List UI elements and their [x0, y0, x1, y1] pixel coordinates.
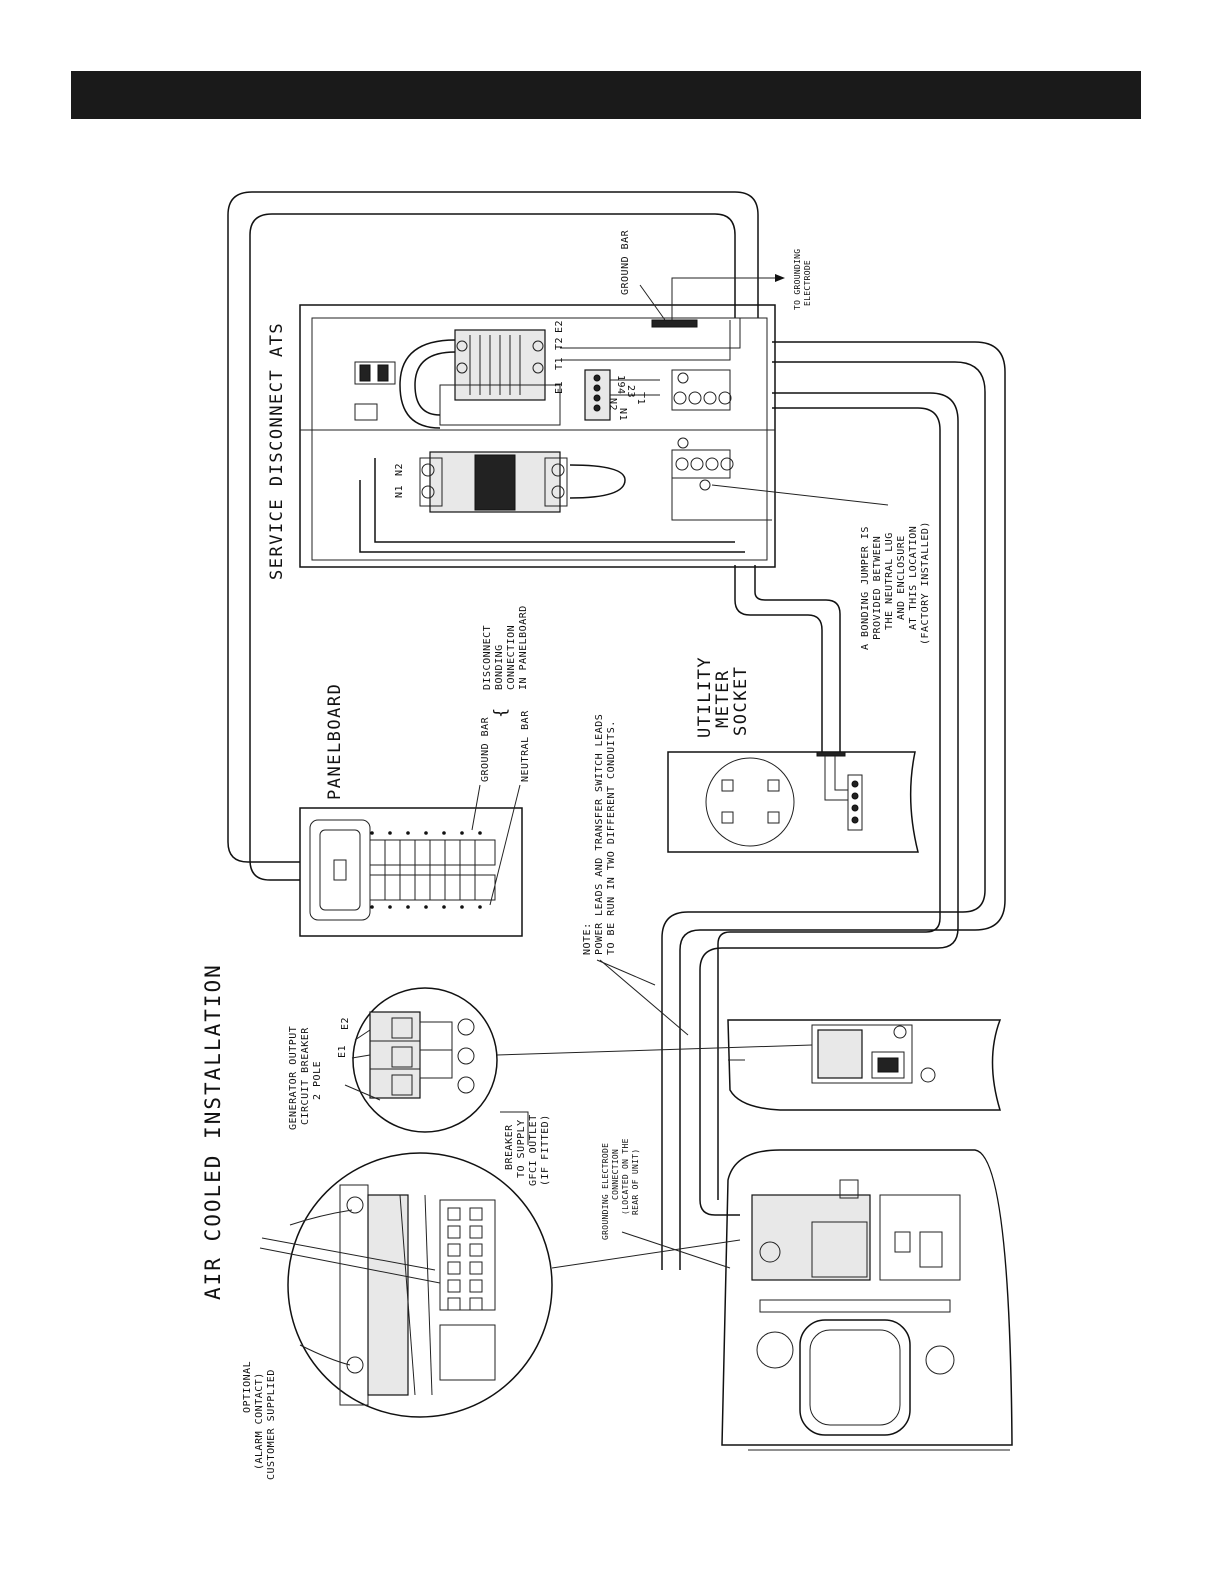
- ground-bar-leader: [639, 284, 666, 321]
- gen-breaker-label: GENERATOR OUTPUT CIRCUIT BREAKER 2 POLE: [288, 1026, 323, 1130]
- conduit-note: NOTE: POWER LEADS AND TRANSFER SWITCH LE…: [582, 714, 617, 955]
- panelboard: [299, 784, 523, 937]
- generator-breaker-view: [727, 1019, 1002, 1111]
- bonding-leader: [711, 484, 889, 506]
- e1-label: E1: [337, 1045, 348, 1058]
- gfci-leader: [500, 1111, 529, 1145]
- utility-text: UTILITY: [695, 656, 715, 738]
- ctrl-t1: T1: [635, 392, 646, 405]
- disc-line-1: DISCONNECT: [482, 625, 493, 690]
- generator-top-view: [721, 1149, 1013, 1451]
- terminal-zoom: [287, 1152, 553, 1418]
- to-grounding-label: TO GROUNDING ELECTRODE: [793, 249, 812, 310]
- alarm-line-1: OPTIONAL: [242, 1361, 253, 1413]
- alarm-contact-label: OPTIONAL (ALARM CONTACT) CUSTOMER SUPPLI…: [242, 1361, 277, 1480]
- disc-line-3: CONNECTION: [506, 625, 517, 690]
- disconnect-bonding-label: DISCONNECT BONDING CONNECTION IN PANELBO…: [482, 605, 529, 690]
- e2-label: E2: [340, 1017, 351, 1030]
- ctrl-194: 194: [615, 375, 626, 395]
- bonding-line-1: A BONDING JUMPER IS: [860, 526, 871, 650]
- bonding-line-3: THE NEUTRAL LUG: [884, 532, 895, 630]
- alarm-line-2: (ALARM CONTACT): [254, 1372, 265, 1470]
- neutral-bar-label: NEUTRAL BAR: [520, 710, 531, 782]
- ats-term-t1: T1: [554, 357, 565, 370]
- bonding-line-5: AT THIS LOCATION: [908, 526, 919, 630]
- note-leader-2: [599, 959, 689, 1036]
- note-leader-1: [596, 959, 656, 986]
- gfci-line-1: BREAKER: [504, 1124, 515, 1170]
- ats-term-e1: E1: [554, 381, 565, 394]
- conduit-ats-to-meter: [734, 565, 841, 752]
- gc-line-4: REAR OF UNIT): [631, 1148, 640, 1215]
- gen-breaker-line-3: 2 POLE: [312, 1061, 323, 1100]
- ctrl-n2: N2: [607, 398, 618, 411]
- to-grounding-line-1: TO GROUNDING: [793, 249, 802, 310]
- ats-term-t2: T2: [554, 337, 565, 350]
- ctrl-23: 23: [625, 385, 636, 398]
- bonding-line-6: (FACTORY INSTALLED): [920, 521, 931, 645]
- bonding-line-2: PROVIDED BETWEEN: [872, 536, 883, 640]
- gfci-line-3: GFCI OUTLET: [528, 1114, 539, 1186]
- note-line-1: NOTE:: [582, 922, 593, 955]
- alarm-leader-1: [259, 1247, 441, 1284]
- grounding-arrow: [671, 274, 785, 320]
- gfci-line-2: TO SUPPLY: [516, 1119, 527, 1178]
- gen-breaker-line-1: GENERATOR OUTPUT: [288, 1026, 299, 1130]
- panelboard-label: PANELBOARD: [325, 683, 345, 800]
- ctrl-n1: N1: [617, 408, 628, 421]
- alarm-leader-2: [261, 1237, 436, 1271]
- gen-breaker-line-2: CIRCUIT BREAKER: [300, 1027, 311, 1125]
- gc-line-3: (LOCATED ON THE: [621, 1138, 630, 1215]
- ats-n2-label: N2: [394, 463, 405, 476]
- gen-breaker-leader: [344, 1084, 381, 1101]
- breaker-callout-line: [496, 1044, 813, 1056]
- utility-meter-label: UTILITY METER SOCKET: [695, 656, 751, 738]
- alarm-line-3: CUSTOMER SUPPLIED: [266, 1369, 277, 1480]
- bonding-jumper-note: A BONDING JUMPER IS PROVIDED BETWEEN THE…: [860, 521, 931, 650]
- terminal-callout-line: [551, 1239, 741, 1269]
- title-text: AIR COOLED INSTALLATION: [201, 963, 225, 1300]
- ats-n1-label: N1: [394, 485, 405, 498]
- to-grounding-line-2: ELECTRODE: [803, 260, 812, 306]
- bonding-line-4: AND ENCLOSURE: [896, 535, 907, 620]
- conduit-ats-to-generator: [661, 341, 1006, 1270]
- ats-term-e2: E2: [554, 320, 565, 333]
- ground-bar-label: GROUND BAR: [480, 716, 491, 782]
- meter-text: METER: [713, 669, 733, 728]
- gc-line-1: GROUNDING ELECTRODE: [601, 1143, 610, 1240]
- service-disconnect-ats: [299, 304, 776, 568]
- gfci-line-4: (IF FITTED): [540, 1114, 551, 1186]
- note-line-2: POWER LEADS AND TRANSFER SWITCH LEADS: [594, 714, 605, 955]
- disc-line-2: BONDING: [494, 644, 505, 690]
- gfci-breaker-label: BREAKER TO SUPPLY GFCI OUTLET (IF FITTED…: [504, 1114, 551, 1186]
- brace: {: [491, 706, 511, 718]
- ground-bar-top-label: GROUND BAR: [620, 229, 631, 295]
- conduit-panel-to-ats: [227, 191, 759, 881]
- header-bar: [71, 71, 1141, 119]
- grounding-connection-label: GROUNDING ELECTRODE CONNECTION (LOCATED …: [601, 1138, 640, 1240]
- breaker-zoom: [351, 987, 498, 1133]
- disc-line-4: IN PANELBOARD: [518, 605, 529, 690]
- note-line-3: TO BE RUN IN TWO DIFFERENT CONDUITS.: [606, 720, 617, 955]
- utility-meter-socket: [667, 751, 919, 853]
- control-terminal-labels: 194 23 T1 N2 N1: [607, 375, 646, 421]
- socket-text: SOCKET: [731, 666, 751, 736]
- grounding-leader: [621, 1231, 731, 1269]
- ats-label: SERVICE DISCONNECT ATS: [267, 322, 287, 580]
- gc-line-2: CONNECTION: [611, 1149, 620, 1200]
